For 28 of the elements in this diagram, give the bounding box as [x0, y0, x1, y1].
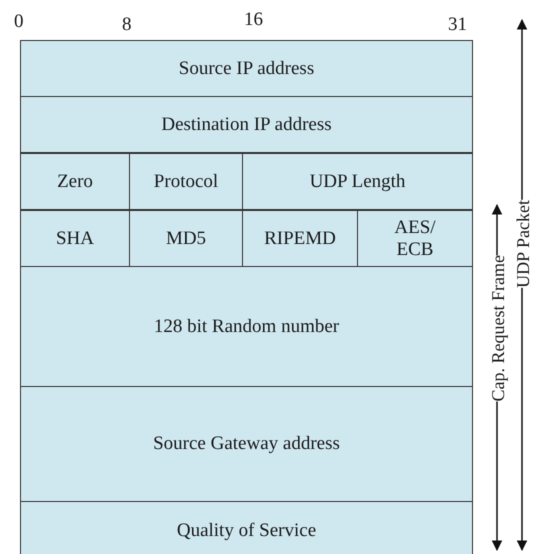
field-label: Protocol: [154, 170, 218, 192]
field-box: [20, 96, 473, 153]
field-box: [129, 210, 243, 267]
field-box: [129, 153, 243, 210]
field-box: [20, 40, 473, 97]
bit-number: 0: [14, 12, 24, 32]
field-box: [20, 386, 473, 502]
field-box: [242, 153, 473, 210]
field-box: [20, 153, 130, 210]
field-label: UDP Length: [310, 170, 406, 192]
field-box: [20, 266, 473, 387]
field-label: AES/ ECB: [393, 216, 437, 260]
field-label: Quality of Service: [176, 520, 316, 542]
field-box: [242, 210, 358, 267]
field-label: Zero: [57, 170, 93, 192]
field-label: Source IP address: [178, 58, 314, 80]
field-label: Source Gateway address: [153, 433, 340, 455]
bit-number: 16: [244, 10, 263, 30]
field-label: Destination IP address: [161, 114, 332, 136]
field-label: RIPEMD: [264, 228, 336, 250]
bit-number: 8: [122, 15, 132, 35]
field-label: 128 bit Random number: [154, 316, 340, 338]
field-box: [20, 210, 130, 267]
field-label: SHA: [56, 228, 94, 250]
bit-number: 31: [448, 15, 467, 35]
field-label: MD5: [166, 228, 206, 250]
field-box: [357, 210, 473, 267]
field-box: [20, 501, 473, 554]
